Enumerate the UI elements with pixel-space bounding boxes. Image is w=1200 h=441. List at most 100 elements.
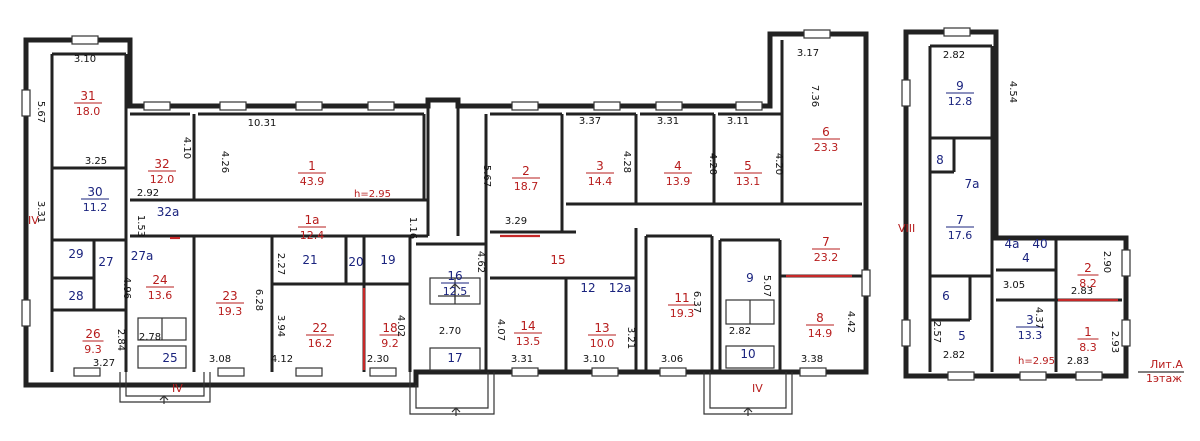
dimension-label: 5.07: [761, 275, 772, 297]
dimension-label: 3.27: [93, 358, 115, 369]
red-partitions: [170, 234, 1118, 370]
dimension-label: 2.70: [439, 326, 461, 337]
room-number: 7: [822, 235, 830, 249]
room-area: 13.1: [736, 175, 761, 188]
dimension-label: 4.96: [121, 277, 132, 299]
room-number: 29: [68, 247, 83, 261]
room-number: 27а: [131, 249, 154, 263]
room-r16: 16 12.5: [441, 269, 469, 298]
dimension-label: 2.92: [137, 188, 159, 199]
room-number: 12: [580, 281, 595, 295]
axis-label: IV: [172, 382, 183, 395]
height-label: h=2.95: [1018, 356, 1055, 367]
room-r28: 28: [68, 289, 83, 303]
dimension-label: 3.37: [579, 116, 601, 127]
room-number: 40: [1032, 237, 1047, 251]
dimension-label: 5.67: [481, 165, 492, 187]
room-number: 7а: [965, 177, 980, 191]
dimension-label: 3.05: [1003, 280, 1025, 291]
room-r25: 25: [162, 351, 177, 365]
room-number: 8: [816, 311, 824, 325]
dimension-label: 6.37: [691, 291, 702, 313]
room-b4: 4: [1022, 251, 1030, 265]
room-r32a: 32а: [157, 205, 180, 219]
room-b3: 313.3: [1016, 313, 1044, 342]
room-r9: 9: [746, 271, 754, 285]
room-r17: 17: [447, 351, 462, 365]
room-number: 12а: [609, 281, 632, 295]
room-r26: 269.3: [82, 327, 104, 356]
room-number: 7: [956, 213, 964, 227]
room-area: 23.3: [814, 141, 839, 154]
room-area: 14.4: [588, 175, 613, 188]
room-area: 23.2: [814, 251, 839, 264]
room-r20: 20: [348, 255, 363, 269]
room-r23: 23 19.3: [216, 289, 244, 318]
dimension-label: 2.30: [367, 354, 389, 365]
room-number: 6: [822, 125, 830, 139]
sheet-title: Лит.А: [1150, 358, 1183, 371]
room-area: 10.0: [590, 337, 615, 350]
dimension-label: 3.25: [85, 156, 107, 167]
dimension-label: 3.31: [657, 116, 679, 127]
dimension-label: 2.27: [275, 253, 286, 275]
room-number: 5: [958, 329, 966, 343]
room-r12a: 12а: [609, 281, 632, 295]
room-r19: 19: [380, 253, 395, 267]
room-number: 17: [447, 351, 462, 365]
room-number: 14: [520, 319, 535, 333]
dimension-label: 4.62: [475, 251, 486, 273]
room-area: 8.3: [1079, 341, 1097, 354]
room-number: 31: [80, 89, 95, 103]
room-number: 2: [522, 164, 530, 178]
room-number: 4: [674, 159, 682, 173]
dimension-label: 2.84: [115, 329, 126, 351]
room-area: 19.3: [218, 305, 243, 318]
axis-label: VIII: [898, 222, 915, 235]
room-r18: 189.2: [379, 321, 401, 350]
room-area: 12.5: [443, 285, 468, 298]
room-b7: 717.6: [946, 213, 974, 242]
sheet-subtitle: 1этаж: [1146, 372, 1182, 385]
room-number: 11: [674, 291, 689, 305]
dimension-label: 1.53: [135, 215, 146, 237]
dimension-label: 2.82: [943, 50, 965, 61]
dimension-label: 4.12: [271, 354, 293, 365]
room-number: 3: [596, 159, 604, 173]
room-b4a: 4а: [1005, 237, 1020, 251]
room-number: 2: [1084, 261, 1092, 275]
dimension-label: 2.57: [931, 321, 942, 343]
room-number: 23: [222, 289, 237, 303]
room-b8: 8: [936, 153, 944, 167]
room-number: 16: [447, 269, 462, 283]
room-number: 32а: [157, 205, 180, 219]
dimension-label: 4.26: [219, 151, 230, 173]
room-b6: 6: [942, 289, 950, 303]
room-r2: 218.7: [512, 164, 540, 193]
room-r4: 413.9: [664, 159, 692, 188]
dimension-label: 3.08: [209, 354, 231, 365]
height-label: h=2.95: [354, 189, 391, 200]
room-area: 14.9: [808, 327, 833, 340]
dimension-label: 3.06: [661, 354, 683, 365]
stairs: [137, 277, 775, 371]
room-area: 13.3: [1018, 329, 1043, 342]
room-r3: 314.4: [586, 159, 614, 188]
room-area: 9.3: [84, 343, 102, 356]
room-area: 9.2: [381, 337, 399, 350]
dimension-label: 2.83: [1071, 286, 1093, 297]
dimension-label: 4.10: [181, 137, 192, 159]
room-b5: 5: [958, 329, 966, 343]
room-r12: 12: [580, 281, 595, 295]
room-number: 30: [87, 185, 102, 199]
room-r29: 29: [68, 247, 83, 261]
dimension-label: 3.10: [74, 54, 96, 65]
